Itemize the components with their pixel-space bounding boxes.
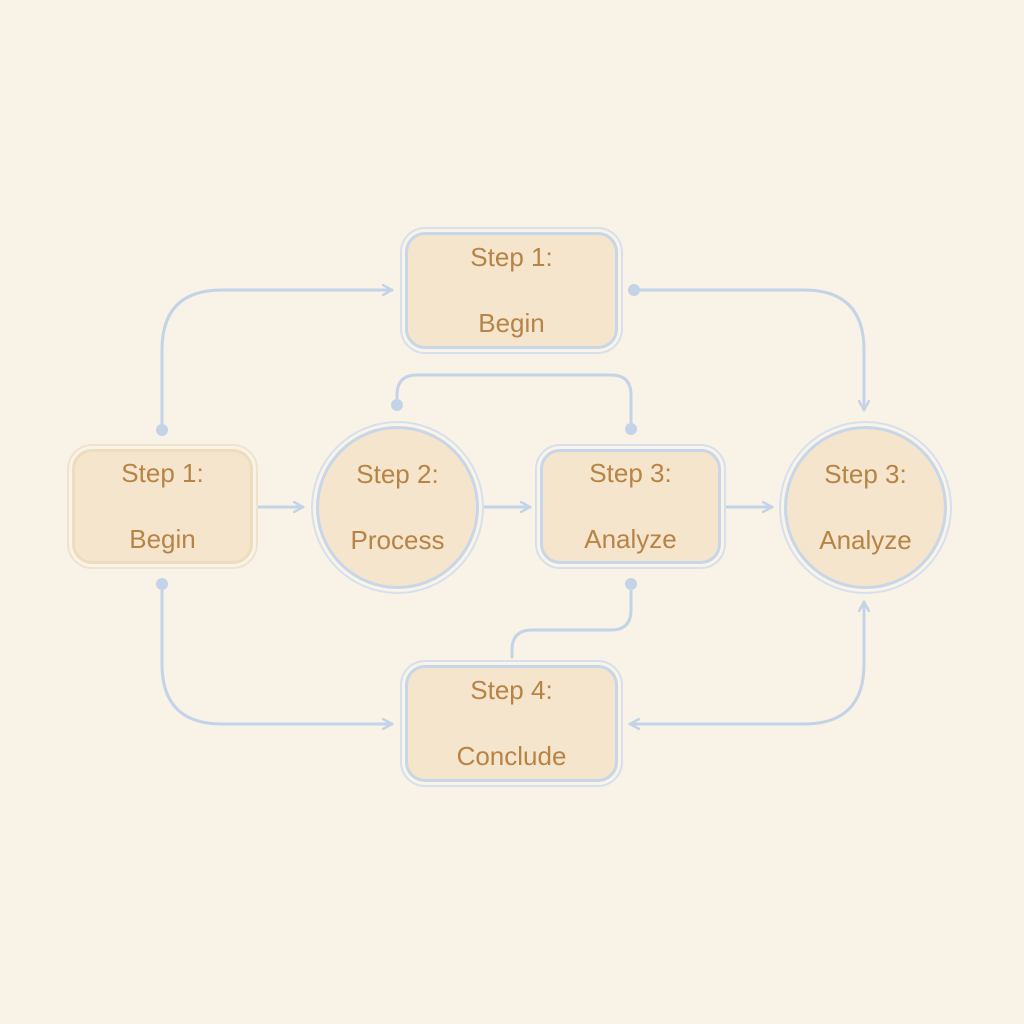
connector-top-to-right bbox=[632, 288, 864, 412]
connector-left-to-top bbox=[160, 290, 394, 432]
node-step2-process: Step 2: Process bbox=[316, 426, 479, 589]
node-step1-begin-top: Step 1: Begin bbox=[405, 232, 618, 349]
connector-analyze-to-conclude bbox=[510, 582, 633, 659]
connector-dot bbox=[391, 399, 403, 411]
node-label: Step 3: Analyze bbox=[819, 425, 912, 590]
node-label-line2: Analyze bbox=[819, 525, 912, 555]
node-label: Step 2: Process bbox=[351, 425, 445, 590]
node-label-line1: Step 3: bbox=[589, 458, 672, 488]
node-label-line1: Step 2: bbox=[356, 459, 439, 489]
connector-dot bbox=[628, 284, 640, 296]
connector-right-to-conclude bbox=[628, 602, 866, 724]
node-label-line2: Analyze bbox=[584, 524, 677, 554]
node-label-line1: Step 1: bbox=[470, 242, 553, 272]
node-step3-analyze-right: Step 3: Analyze bbox=[784, 426, 947, 589]
node-label-line1: Step 4: bbox=[470, 675, 553, 705]
node-step1-begin-left: Step 1: Begin bbox=[72, 449, 253, 564]
node-step3-analyze: Step 3: Analyze bbox=[540, 449, 721, 564]
node-label: Step 1: Begin bbox=[470, 208, 552, 373]
connector-dot bbox=[156, 578, 168, 590]
node-label-line2: Conclude bbox=[456, 741, 567, 771]
connector-dot bbox=[625, 578, 637, 590]
node-label: Step 3: Analyze bbox=[584, 424, 677, 589]
connector-dot bbox=[156, 424, 168, 436]
connector-loop-top bbox=[395, 373, 633, 431]
node-label: Step 4: Conclude bbox=[457, 641, 567, 806]
connector-left-to-conclude bbox=[160, 582, 394, 724]
connector-dot bbox=[625, 423, 637, 435]
node-label-line2: Begin bbox=[129, 524, 196, 554]
node-label-line1: Step 3: bbox=[824, 459, 907, 489]
node-label-line2: Process bbox=[350, 525, 445, 555]
node-step4-conclude: Step 4: Conclude bbox=[405, 665, 618, 782]
node-label: Step 1: Begin bbox=[121, 424, 203, 589]
node-label-line2: Begin bbox=[478, 308, 545, 338]
node-label-line1: Step 1: bbox=[121, 458, 204, 488]
